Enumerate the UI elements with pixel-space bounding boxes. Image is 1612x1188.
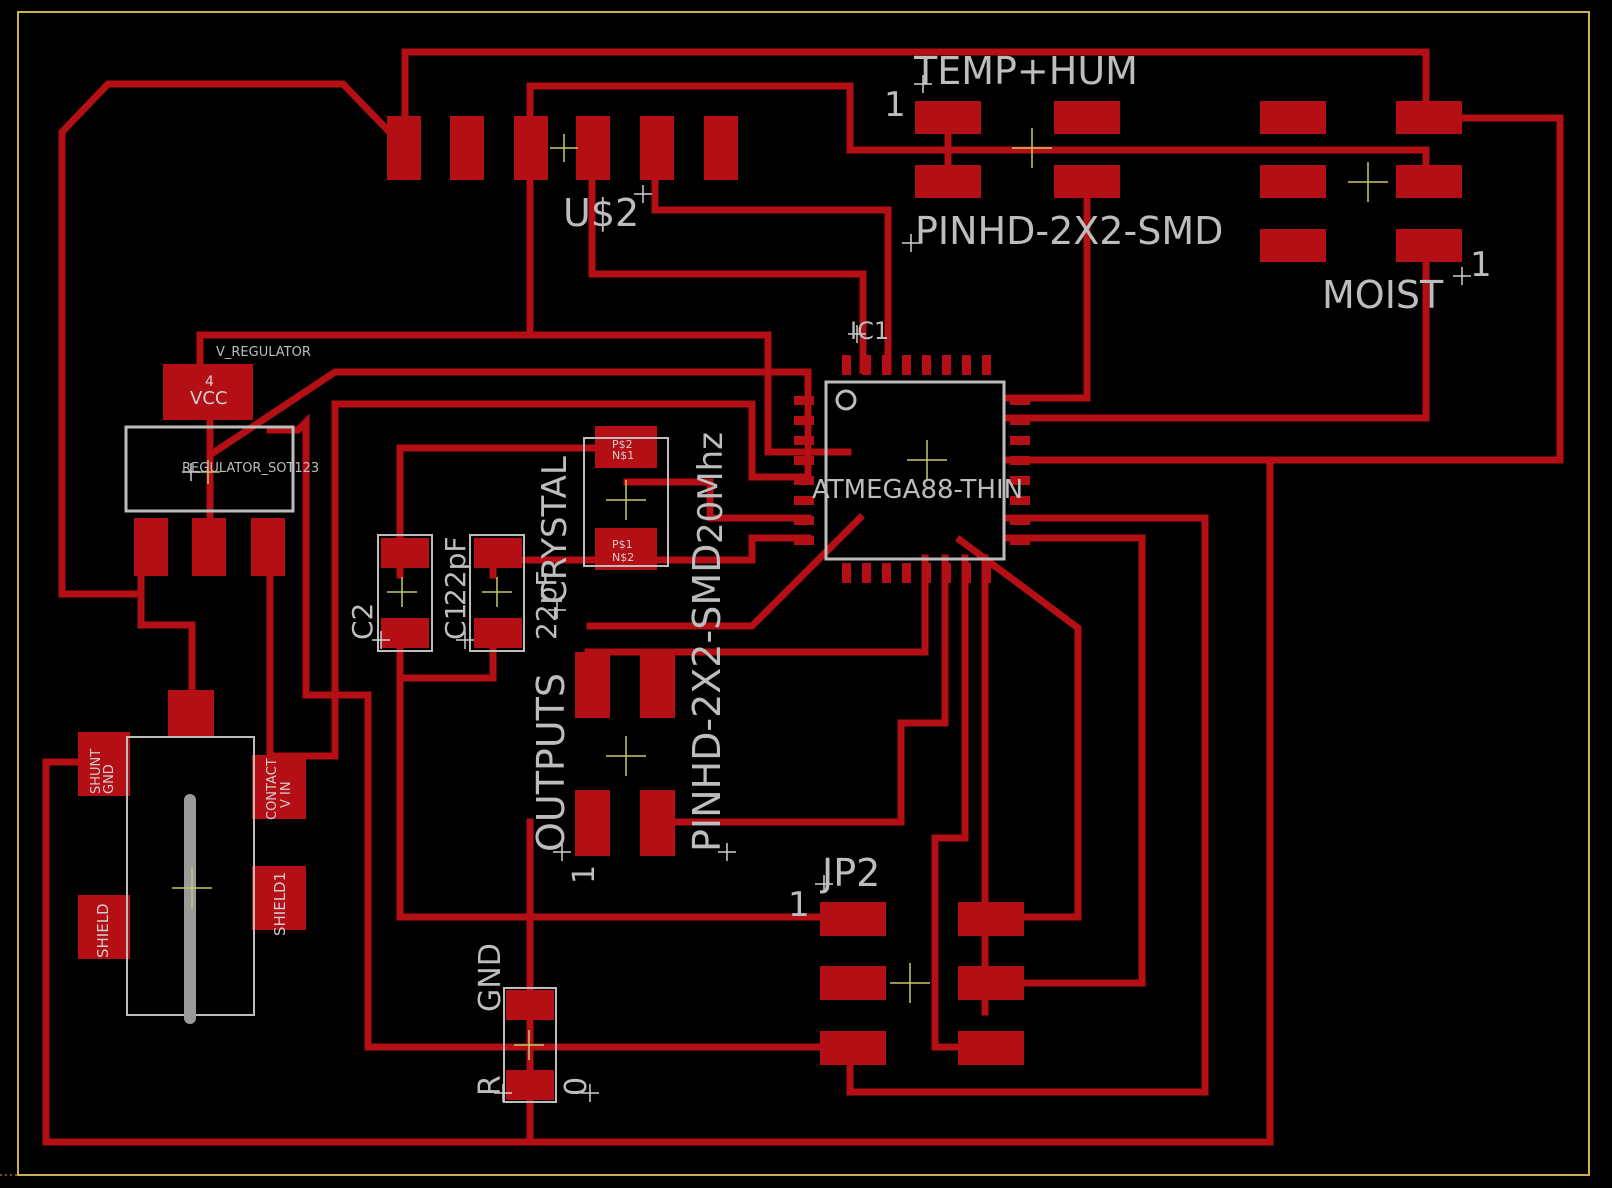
pad (1396, 229, 1462, 262)
jack-shunt-label: SHUNT (89, 749, 104, 794)
resistor-label: R (473, 1075, 508, 1096)
pad (252, 755, 306, 819)
jp2-label: JP2 (820, 851, 880, 895)
pad (163, 364, 253, 420)
resistor-value-label: 0 (559, 1077, 594, 1096)
pad (640, 116, 674, 180)
pad (595, 528, 657, 570)
pad (820, 966, 886, 1000)
pad (958, 902, 1024, 936)
ic1-pins (794, 355, 1030, 583)
pad (1260, 101, 1326, 134)
ic1-label: IC1 (850, 317, 889, 345)
pad (915, 165, 981, 198)
temp-hum-pin1-label: 1 (884, 85, 906, 125)
c2-label: C2 (346, 603, 379, 640)
pad (1396, 101, 1462, 134)
pad (1396, 165, 1462, 198)
crystal-pad-n2: N$2 (612, 551, 634, 564)
pad (514, 116, 548, 180)
pad (381, 618, 429, 648)
pad (381, 538, 429, 568)
pad (168, 690, 214, 736)
jack-gnd-label: GND (102, 764, 117, 794)
pad (575, 790, 610, 856)
pad (474, 618, 522, 648)
pad (915, 101, 981, 134)
crystal-pad-p2: P$2 (612, 438, 633, 451)
gnd-label: GND (473, 943, 508, 1012)
pad (575, 652, 610, 718)
pad (595, 426, 657, 468)
jack-shield-label: SHIELD (94, 903, 112, 958)
crystal-label: CRYSTAL (535, 456, 575, 604)
pad (1054, 165, 1120, 198)
c2-value-label: 22pF (530, 570, 563, 640)
board-outline (17, 11, 1590, 1176)
c1-value-label: 22pF (439, 536, 472, 606)
moist-pin1-label: 1 (1470, 245, 1492, 285)
small-crosses (182, 75, 1471, 1102)
regulator-vcc-label: VCC (190, 388, 227, 409)
temp-hum-part-label: PINHD-2X2-SMD (915, 209, 1223, 253)
jack-contact-label: CONTACT (265, 758, 280, 820)
outputs-label: OUTPUTS (529, 673, 573, 852)
pad (640, 652, 675, 718)
regulator-label: V_REGULATOR (216, 345, 311, 360)
pad (78, 732, 130, 796)
pad (252, 866, 306, 930)
labels: TEMP+HUM 1 PINHD-2X2-SMD MOIST 1 U$2 IC1… (89, 49, 1492, 1096)
origin-markers (172, 128, 1388, 1060)
jack-vin-label: V IN (279, 781, 294, 808)
jack-shield1-label: SHIELD1 (271, 872, 289, 936)
moist-label: MOIST (1322, 273, 1444, 317)
copper-pads (78, 101, 1462, 1100)
regulator-body (124, 425, 295, 513)
ic1-part-label: ATMEGA88-THIN (812, 475, 1023, 505)
pad (1260, 229, 1326, 262)
temp-hum-label: TEMP+HUM (913, 49, 1138, 93)
pad (134, 518, 168, 576)
pad (640, 790, 675, 856)
pad (704, 116, 738, 180)
pad (192, 518, 226, 576)
c1-label: C1 (439, 603, 472, 640)
jp2-pin1-label: 1 (788, 885, 810, 925)
pad (958, 1031, 1024, 1065)
pad (450, 116, 484, 180)
usb-header-label: U$2 (563, 191, 639, 235)
ic1-pin1-marker (835, 389, 857, 411)
pad (820, 902, 886, 936)
pad (1260, 165, 1326, 198)
crystal-value-label: 20Mhz (691, 432, 731, 544)
regulator-part-label: REGULATOR_SOT123 (182, 461, 319, 476)
pad (820, 1031, 886, 1065)
crystal-pad-p1: P$1 (612, 538, 633, 551)
pad (1054, 101, 1120, 134)
silkscreen-outlines (124, 380, 1006, 1103)
outputs-part-label: PINHD-2X2-SMD (685, 544, 729, 852)
pad (474, 538, 522, 568)
pad (506, 990, 554, 1020)
ic1-body (824, 380, 1006, 561)
crystal-pad-n1: N$1 (612, 449, 634, 462)
pad (576, 116, 610, 180)
pad (387, 116, 421, 180)
pad (958, 966, 1024, 1000)
pad (78, 895, 130, 959)
regulator-pin4-label: 4 (205, 374, 214, 390)
outputs-pin1-label: 1 (567, 865, 602, 884)
pad (506, 1070, 554, 1100)
pad (251, 518, 285, 576)
